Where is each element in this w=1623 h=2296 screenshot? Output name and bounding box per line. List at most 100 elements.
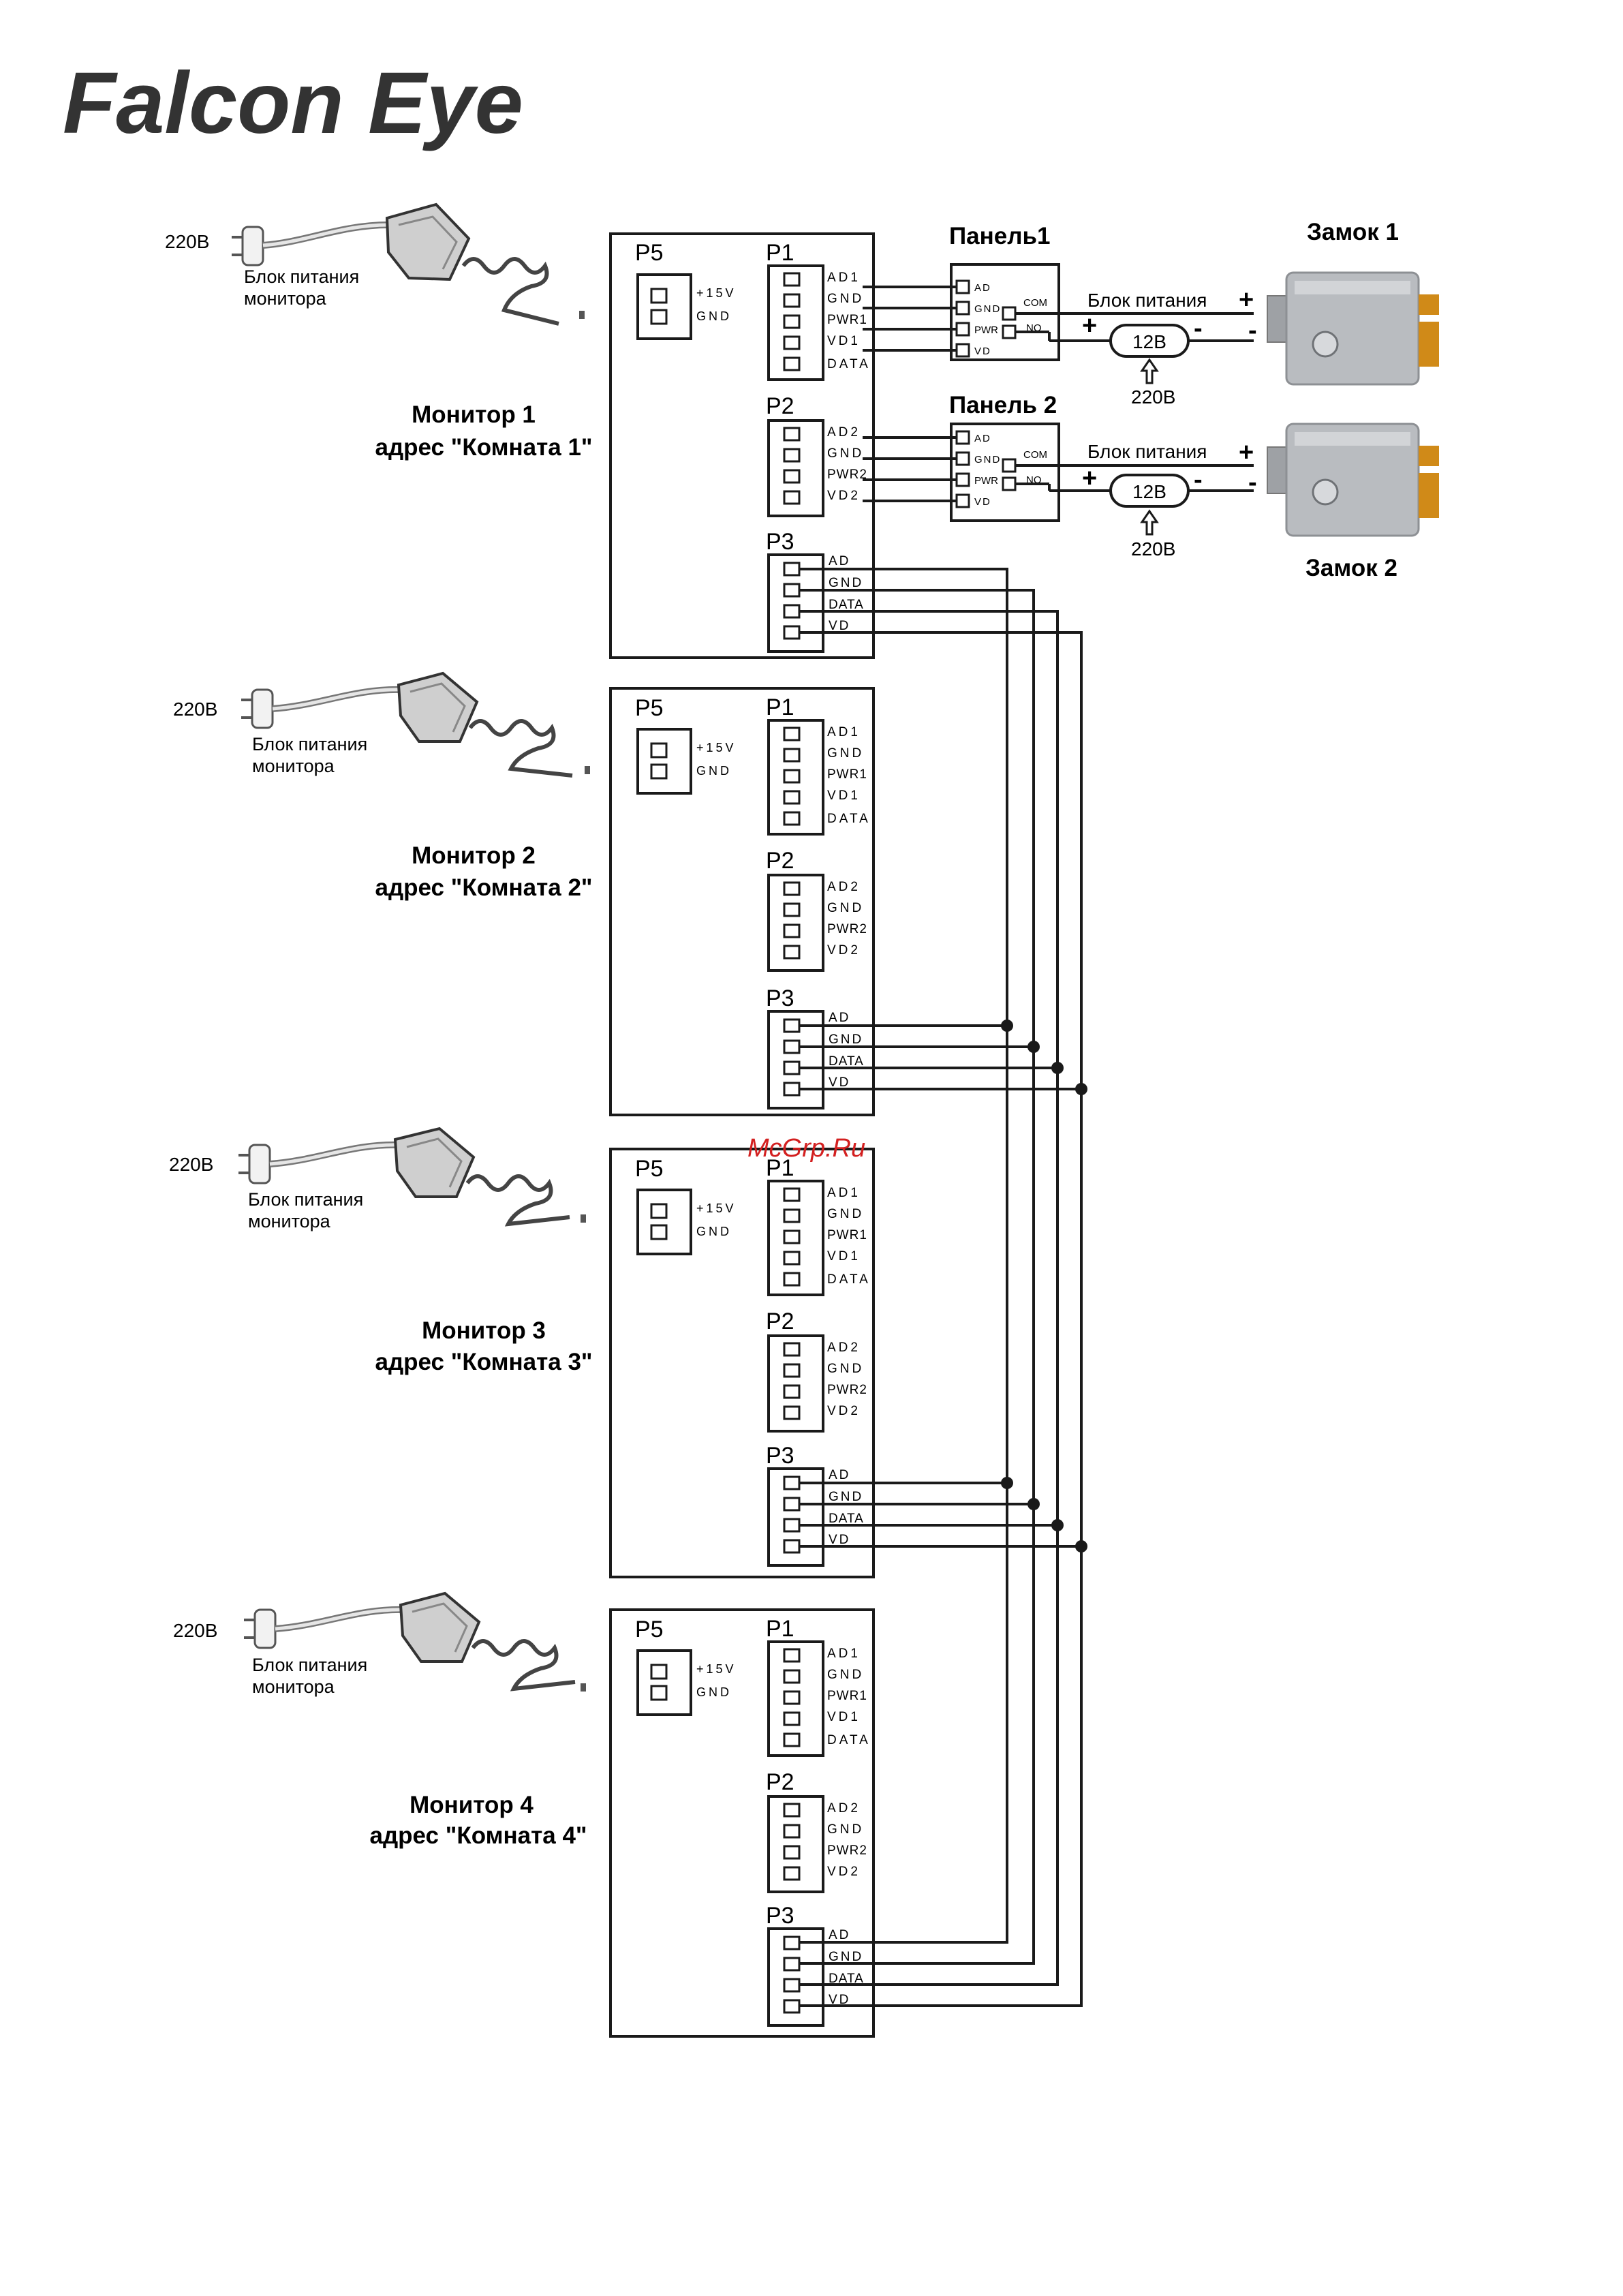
- electric-lock-icon: [1267, 271, 1439, 386]
- lock-psu-label: Блок питания: [1087, 441, 1207, 462]
- p5-connector: [636, 1189, 692, 1255]
- panel-2: Панель 2 AD GND PWR VD COM NO: [949, 392, 1060, 522]
- lock-plus: +: [1239, 438, 1254, 467]
- panel-pin: GND: [974, 303, 1001, 315]
- p1-pin: AD1: [827, 725, 861, 739]
- psu-minus: -: [1194, 465, 1203, 494]
- p3-pin: DATA: [829, 598, 864, 612]
- lock-psu-12v: [1109, 474, 1190, 508]
- panel-pin: VD: [974, 496, 991, 508]
- p1-connector: [767, 264, 824, 381]
- p5-label: P5: [635, 1156, 664, 1182]
- panel-pin: VD: [974, 346, 991, 357]
- p5-pin-gnd: GND: [696, 1225, 732, 1238]
- p1-pin: VD1: [827, 334, 861, 348]
- p3-label: P3: [766, 529, 794, 555]
- p5-connector: [636, 1649, 692, 1716]
- panel-2-terminal-block: [950, 423, 1060, 522]
- relay-com: COM: [1023, 297, 1047, 309]
- p2-pin: PWR2: [827, 1843, 867, 1858]
- p2-pin: VD2: [827, 1865, 861, 1879]
- monitor-psu-4: 220В Блок питания монитора: [173, 1591, 586, 1697]
- p2-pin: VD2: [827, 489, 861, 503]
- p2-label: P2: [766, 1308, 794, 1334]
- panel-title: Панель1: [949, 223, 1050, 249]
- p2-pin: AD2: [827, 1801, 861, 1816]
- electric-lock-icon: [1267, 423, 1439, 537]
- p1-connector: [767, 1640, 824, 1757]
- p1-label: P1: [766, 1616, 794, 1642]
- p2-pin: VD2: [827, 943, 861, 958]
- lock-plus: +: [1239, 286, 1254, 314]
- panel-pin: PWR: [974, 475, 998, 487]
- p3-pin: VD: [829, 1993, 850, 2007]
- p5-label: P5: [635, 1617, 664, 1642]
- p2-pin: GND: [827, 1362, 864, 1376]
- p3-connector: [767, 553, 824, 653]
- p5-pin-15v: +15V: [696, 1201, 737, 1215]
- p1-pin: PWR1: [827, 313, 867, 327]
- p1-pin: GND: [827, 1668, 864, 1682]
- p1-pin: AD1: [827, 1647, 861, 1661]
- psu-label: Блок питания: [252, 1655, 367, 1675]
- psu-adapter-icon: [385, 202, 471, 281]
- panel-pin: PWR: [974, 324, 998, 336]
- p5-pin-15v: +15V: [696, 1662, 737, 1676]
- lock-mains: 220В: [1131, 386, 1175, 408]
- monitor-3: P5 +15V GND P1 AD1 GND PWR1 VD1 DATA P2 …: [375, 1148, 875, 1578]
- p3-pin: DATA: [829, 1054, 864, 1069]
- panel-2-wires: [863, 436, 957, 502]
- p2-connector: [767, 419, 824, 517]
- monitor-psu-1: 220В Блок питания монитора: [165, 202, 585, 326]
- mains-label: 220В: [173, 699, 217, 720]
- p1-pin: PWR1: [827, 1689, 867, 1703]
- p5-label: P5: [635, 695, 664, 721]
- p1-pin: GND: [827, 292, 864, 306]
- p2-pin: GND: [827, 446, 864, 461]
- p3-pin: VD: [829, 1533, 850, 1547]
- p2-connector: [767, 1334, 824, 1433]
- p1-connector: [767, 1180, 824, 1296]
- watermark: McGrp.Ru: [747, 1134, 865, 1163]
- panel-1: Панель1 AD GND PWR VD COM NO: [949, 223, 1060, 361]
- psu-label: Блок питания: [248, 1189, 363, 1210]
- p3-pin: GND: [829, 1950, 863, 1964]
- monitor-address: адрес "Комната 3": [375, 1349, 592, 1375]
- lock-1-circuit: Замок 1 Блок питания + - + - 12В 220В: [1015, 219, 1439, 408]
- p5-connector: [636, 728, 692, 795]
- p3-pin: GND: [829, 1032, 863, 1047]
- psu-plus: +: [1082, 464, 1097, 493]
- monitor-name: Монитор 4: [409, 1792, 534, 1818]
- lock-minus: -: [1248, 316, 1257, 345]
- monitor-address: адрес "Комната 1": [375, 434, 592, 461]
- monitor-address: адрес "Комната 4": [369, 1822, 587, 1849]
- p2-connector: [767, 874, 824, 972]
- p5-label: P5: [635, 240, 664, 266]
- monitor-psu-3: 220В Блок питания монитора: [169, 1127, 586, 1231]
- psu-label: монитора: [248, 1211, 331, 1231]
- monitor-3-board: [609, 1148, 875, 1578]
- p1-pin: PWR1: [827, 1228, 867, 1242]
- panel-title: Панель 2: [949, 392, 1057, 418]
- p1-label: P1: [766, 694, 794, 720]
- power-plug-icon: [244, 1608, 277, 1649]
- psu-label: Блок питания: [252, 734, 367, 754]
- p2-pin: PWR2: [827, 468, 867, 482]
- p1-label: P1: [766, 1155, 794, 1181]
- p3-label: P3: [766, 1903, 794, 1929]
- mains-label: 220В: [169, 1154, 213, 1175]
- bus-wires: [799, 568, 1083, 2007]
- panel-pin: AD: [974, 282, 991, 294]
- falcon-eye-logo: Falcon Eye: [63, 55, 523, 152]
- p2-label: P2: [766, 848, 794, 874]
- p2-pin: VD2: [827, 1404, 861, 1418]
- p1-connector: [767, 719, 824, 836]
- psu-minus: -: [1194, 314, 1203, 343]
- psu-plus: +: [1082, 311, 1097, 340]
- p2-pin: AD2: [827, 1341, 861, 1355]
- p5-pin-gnd: GND: [696, 309, 732, 323]
- psu-adapter-icon: [397, 671, 479, 743]
- p1-pin: VD1: [827, 1710, 861, 1724]
- mains-label: 220В: [173, 1620, 217, 1641]
